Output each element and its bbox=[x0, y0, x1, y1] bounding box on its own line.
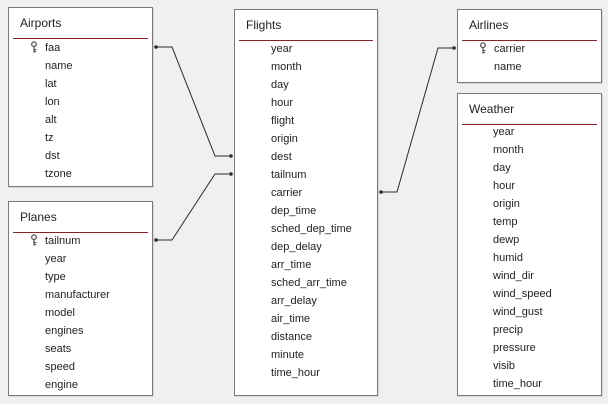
field-planes-tailnum[interactable]: tailnum bbox=[45, 235, 81, 247]
relationship-line-planes-flights[interactable] bbox=[156, 173, 231, 241]
title-divider bbox=[13, 38, 148, 39]
field-flights-air_time[interactable]: air_time bbox=[271, 313, 311, 325]
field-planes-speed[interactable]: speed bbox=[45, 361, 75, 373]
title-divider bbox=[239, 40, 373, 41]
key-icon bbox=[29, 234, 39, 246]
field-planes-seats[interactable]: seats bbox=[45, 343, 72, 355]
table-airports[interactable]: Airports faa name lat lon alt tz dst tzone bbox=[8, 7, 153, 187]
field-planes-model[interactable]: model bbox=[45, 307, 75, 319]
field-flights-distance[interactable]: distance bbox=[271, 331, 312, 343]
field-airports-name[interactable]: name bbox=[45, 60, 73, 72]
field-weather-wind_dir[interactable]: wind_dir bbox=[493, 270, 534, 282]
field-airlines-name[interactable]: name bbox=[494, 61, 522, 73]
field-airports-alt[interactable]: alt bbox=[45, 114, 57, 126]
relationship-endpoint bbox=[379, 190, 383, 194]
relationship-endpoint bbox=[229, 172, 233, 176]
table-title-planes: Planes bbox=[20, 210, 57, 224]
table-title-airports: Airports bbox=[20, 16, 62, 30]
field-airports-lon[interactable]: lon bbox=[45, 96, 60, 108]
field-flights-month[interactable]: month bbox=[271, 61, 302, 73]
field-weather-time_hour[interactable]: time_hour bbox=[493, 378, 542, 390]
field-planes-type[interactable]: type bbox=[45, 271, 66, 283]
field-flights-arr_delay[interactable]: arr_delay bbox=[271, 295, 317, 307]
field-weather-visib[interactable]: visib bbox=[493, 360, 516, 372]
title-divider bbox=[13, 232, 148, 233]
relationship-endpoint bbox=[154, 238, 158, 242]
title-divider bbox=[462, 40, 597, 41]
field-airports-faa[interactable]: faa bbox=[45, 42, 61, 54]
title-divider bbox=[462, 124, 597, 125]
field-flights-hour[interactable]: hour bbox=[271, 97, 294, 109]
key-icon bbox=[478, 42, 488, 54]
field-airports-dst[interactable]: dst bbox=[45, 150, 60, 162]
table-title-weather: Weather bbox=[469, 102, 515, 116]
field-flights-day[interactable]: day bbox=[271, 79, 289, 91]
field-airlines-carrier[interactable]: carrier bbox=[494, 43, 526, 55]
field-flights-dep_delay[interactable]: dep_delay bbox=[271, 241, 322, 253]
field-weather-hour[interactable]: hour bbox=[493, 180, 516, 192]
key-icon bbox=[29, 41, 39, 53]
field-flights-carrier[interactable]: carrier bbox=[271, 187, 303, 199]
table-title-airlines: Airlines bbox=[469, 18, 509, 32]
field-planes-manufacturer[interactable]: manufacturer bbox=[45, 289, 110, 301]
table-weather[interactable]: Weather year month day hour origin temp dewp hu… bbox=[457, 93, 602, 396]
field-flights-sched_dep_time[interactable]: sched_dep_time bbox=[271, 223, 352, 235]
relationship-line-airports-flights[interactable] bbox=[156, 46, 231, 157]
field-airports-tzone[interactable]: tzone bbox=[45, 168, 72, 180]
table-airlines[interactable]: Airlines carrier name bbox=[457, 9, 602, 83]
field-flights-tailnum[interactable]: tailnum bbox=[271, 169, 307, 181]
field-flights-dep_time[interactable]: dep_time bbox=[271, 205, 317, 217]
field-weather-precip[interactable]: precip bbox=[493, 324, 523, 336]
field-flights-minute[interactable]: minute bbox=[271, 349, 305, 361]
field-flights-year[interactable]: year bbox=[271, 43, 293, 55]
field-flights-arr_time[interactable]: arr_time bbox=[271, 259, 312, 271]
field-weather-temp[interactable]: temp bbox=[493, 216, 518, 228]
relationship-line-flights-airlines[interactable] bbox=[381, 47, 454, 193]
field-flights-origin[interactable]: origin bbox=[271, 133, 298, 145]
field-planes-engine[interactable]: engine bbox=[45, 379, 79, 391]
field-planes-year[interactable]: year bbox=[45, 253, 67, 265]
field-weather-year[interactable]: year bbox=[493, 126, 515, 138]
field-weather-pressure[interactable]: pressure bbox=[493, 342, 536, 354]
relationship-endpoint bbox=[154, 45, 158, 49]
relationship-endpoint bbox=[452, 46, 456, 50]
field-airports-tz[interactable]: tz bbox=[45, 132, 54, 144]
field-weather-day[interactable]: day bbox=[493, 162, 511, 174]
field-flights-time_hour[interactable]: time_hour bbox=[271, 367, 320, 379]
relationship-endpoint bbox=[229, 154, 233, 158]
table-planes[interactable]: Planes tailnum year type manufacturer model e… bbox=[8, 201, 153, 396]
field-flights-flight[interactable]: flight bbox=[271, 115, 295, 127]
field-weather-origin[interactable]: origin bbox=[493, 198, 520, 210]
table-title-flights: Flights bbox=[246, 18, 282, 32]
field-weather-month[interactable]: month bbox=[493, 144, 524, 156]
field-flights-dest[interactable]: dest bbox=[271, 151, 292, 163]
field-weather-humid[interactable]: humid bbox=[493, 252, 523, 264]
field-airports-lat[interactable]: lat bbox=[45, 78, 57, 90]
field-weather-wind_speed[interactable]: wind_speed bbox=[493, 288, 552, 300]
table-flights[interactable]: Flights year month day hour flight origin dest… bbox=[234, 9, 378, 396]
field-flights-sched_arr_time[interactable]: sched_arr_time bbox=[271, 277, 347, 289]
field-weather-dewp[interactable]: dewp bbox=[493, 234, 520, 246]
field-weather-wind_gust[interactable]: wind_gust bbox=[493, 306, 543, 318]
field-planes-engines[interactable]: engines bbox=[45, 325, 84, 337]
